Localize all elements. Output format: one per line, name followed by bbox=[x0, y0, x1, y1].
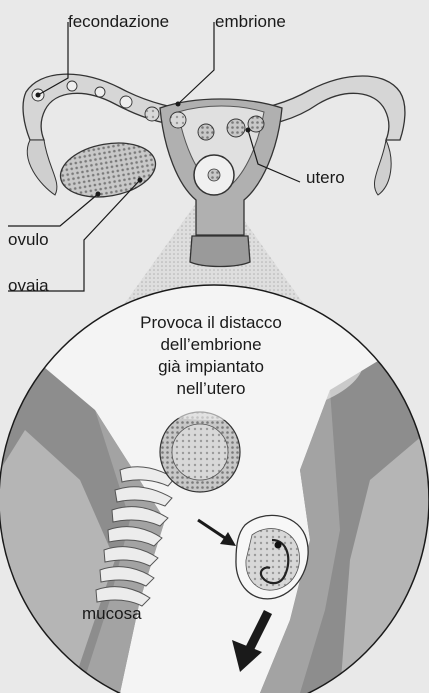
uterus-overview bbox=[23, 74, 405, 266]
left-ovary bbox=[56, 136, 160, 204]
label-fertilization: fecondazione bbox=[68, 12, 169, 32]
caption: Provoca il distacco dell’embrione già im… bbox=[106, 312, 316, 400]
label-mucosa: mucosa bbox=[82, 604, 142, 624]
cervix bbox=[190, 236, 250, 267]
caption-line-1: Provoca il distacco bbox=[106, 312, 316, 334]
caption-line-2: dell’embrione bbox=[106, 334, 316, 356]
label-uterus: utero bbox=[306, 168, 345, 188]
label-ovary: ovaia bbox=[8, 276, 49, 296]
label-ovum: ovulo bbox=[8, 230, 49, 250]
right-fimbriae bbox=[374, 140, 391, 195]
label-embryo: embrione bbox=[215, 12, 286, 32]
caption-line-3: già impiantato bbox=[106, 356, 316, 378]
caption-line-4: nell’utero bbox=[106, 378, 316, 400]
left-fimbriae bbox=[27, 140, 57, 195]
